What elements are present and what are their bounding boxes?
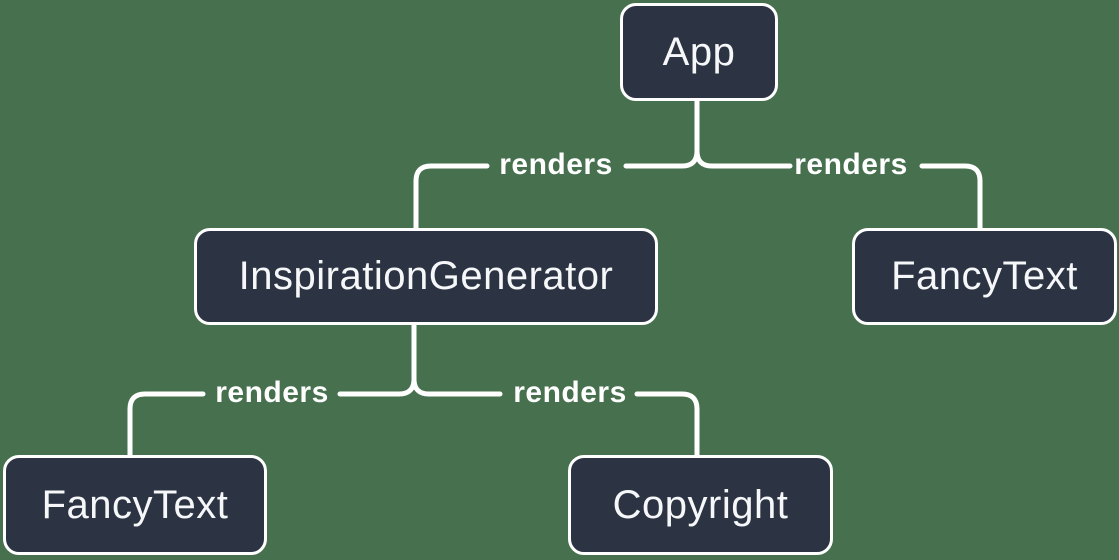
edge-app-to-inspiration-generator [413, 163, 490, 231]
edge-app-split-left [623, 98, 700, 169]
edge-label-renders: renders [794, 148, 908, 181]
node-fancy-text-left: FancyText [3, 455, 267, 555]
node-label: App [662, 29, 736, 74]
node-label: FancyText [41, 482, 229, 527]
node-fancy-text-right: FancyText [852, 228, 1117, 325]
edge-ig-split-right [411, 376, 503, 397]
edge-app-split-right [694, 148, 793, 169]
node-label: FancyText [891, 254, 1078, 298]
edge-app-to-fancy-text [919, 163, 983, 231]
node-label: InspirationGenerator [238, 254, 614, 298]
node-app: App [620, 3, 778, 101]
edge-label-renders: renders [499, 148, 613, 181]
edge-label-renders: renders [215, 376, 329, 409]
node-label: Copyright [612, 482, 789, 527]
node-copyright: Copyright [568, 455, 833, 555]
edge-label-renders: renders [513, 376, 627, 409]
edge-ig-split-left [337, 322, 417, 397]
edge-ig-to-copyright [634, 391, 700, 458]
node-inspiration-generator: InspirationGenerator [194, 228, 658, 325]
edge-ig-to-fancy-text [127, 391, 206, 458]
